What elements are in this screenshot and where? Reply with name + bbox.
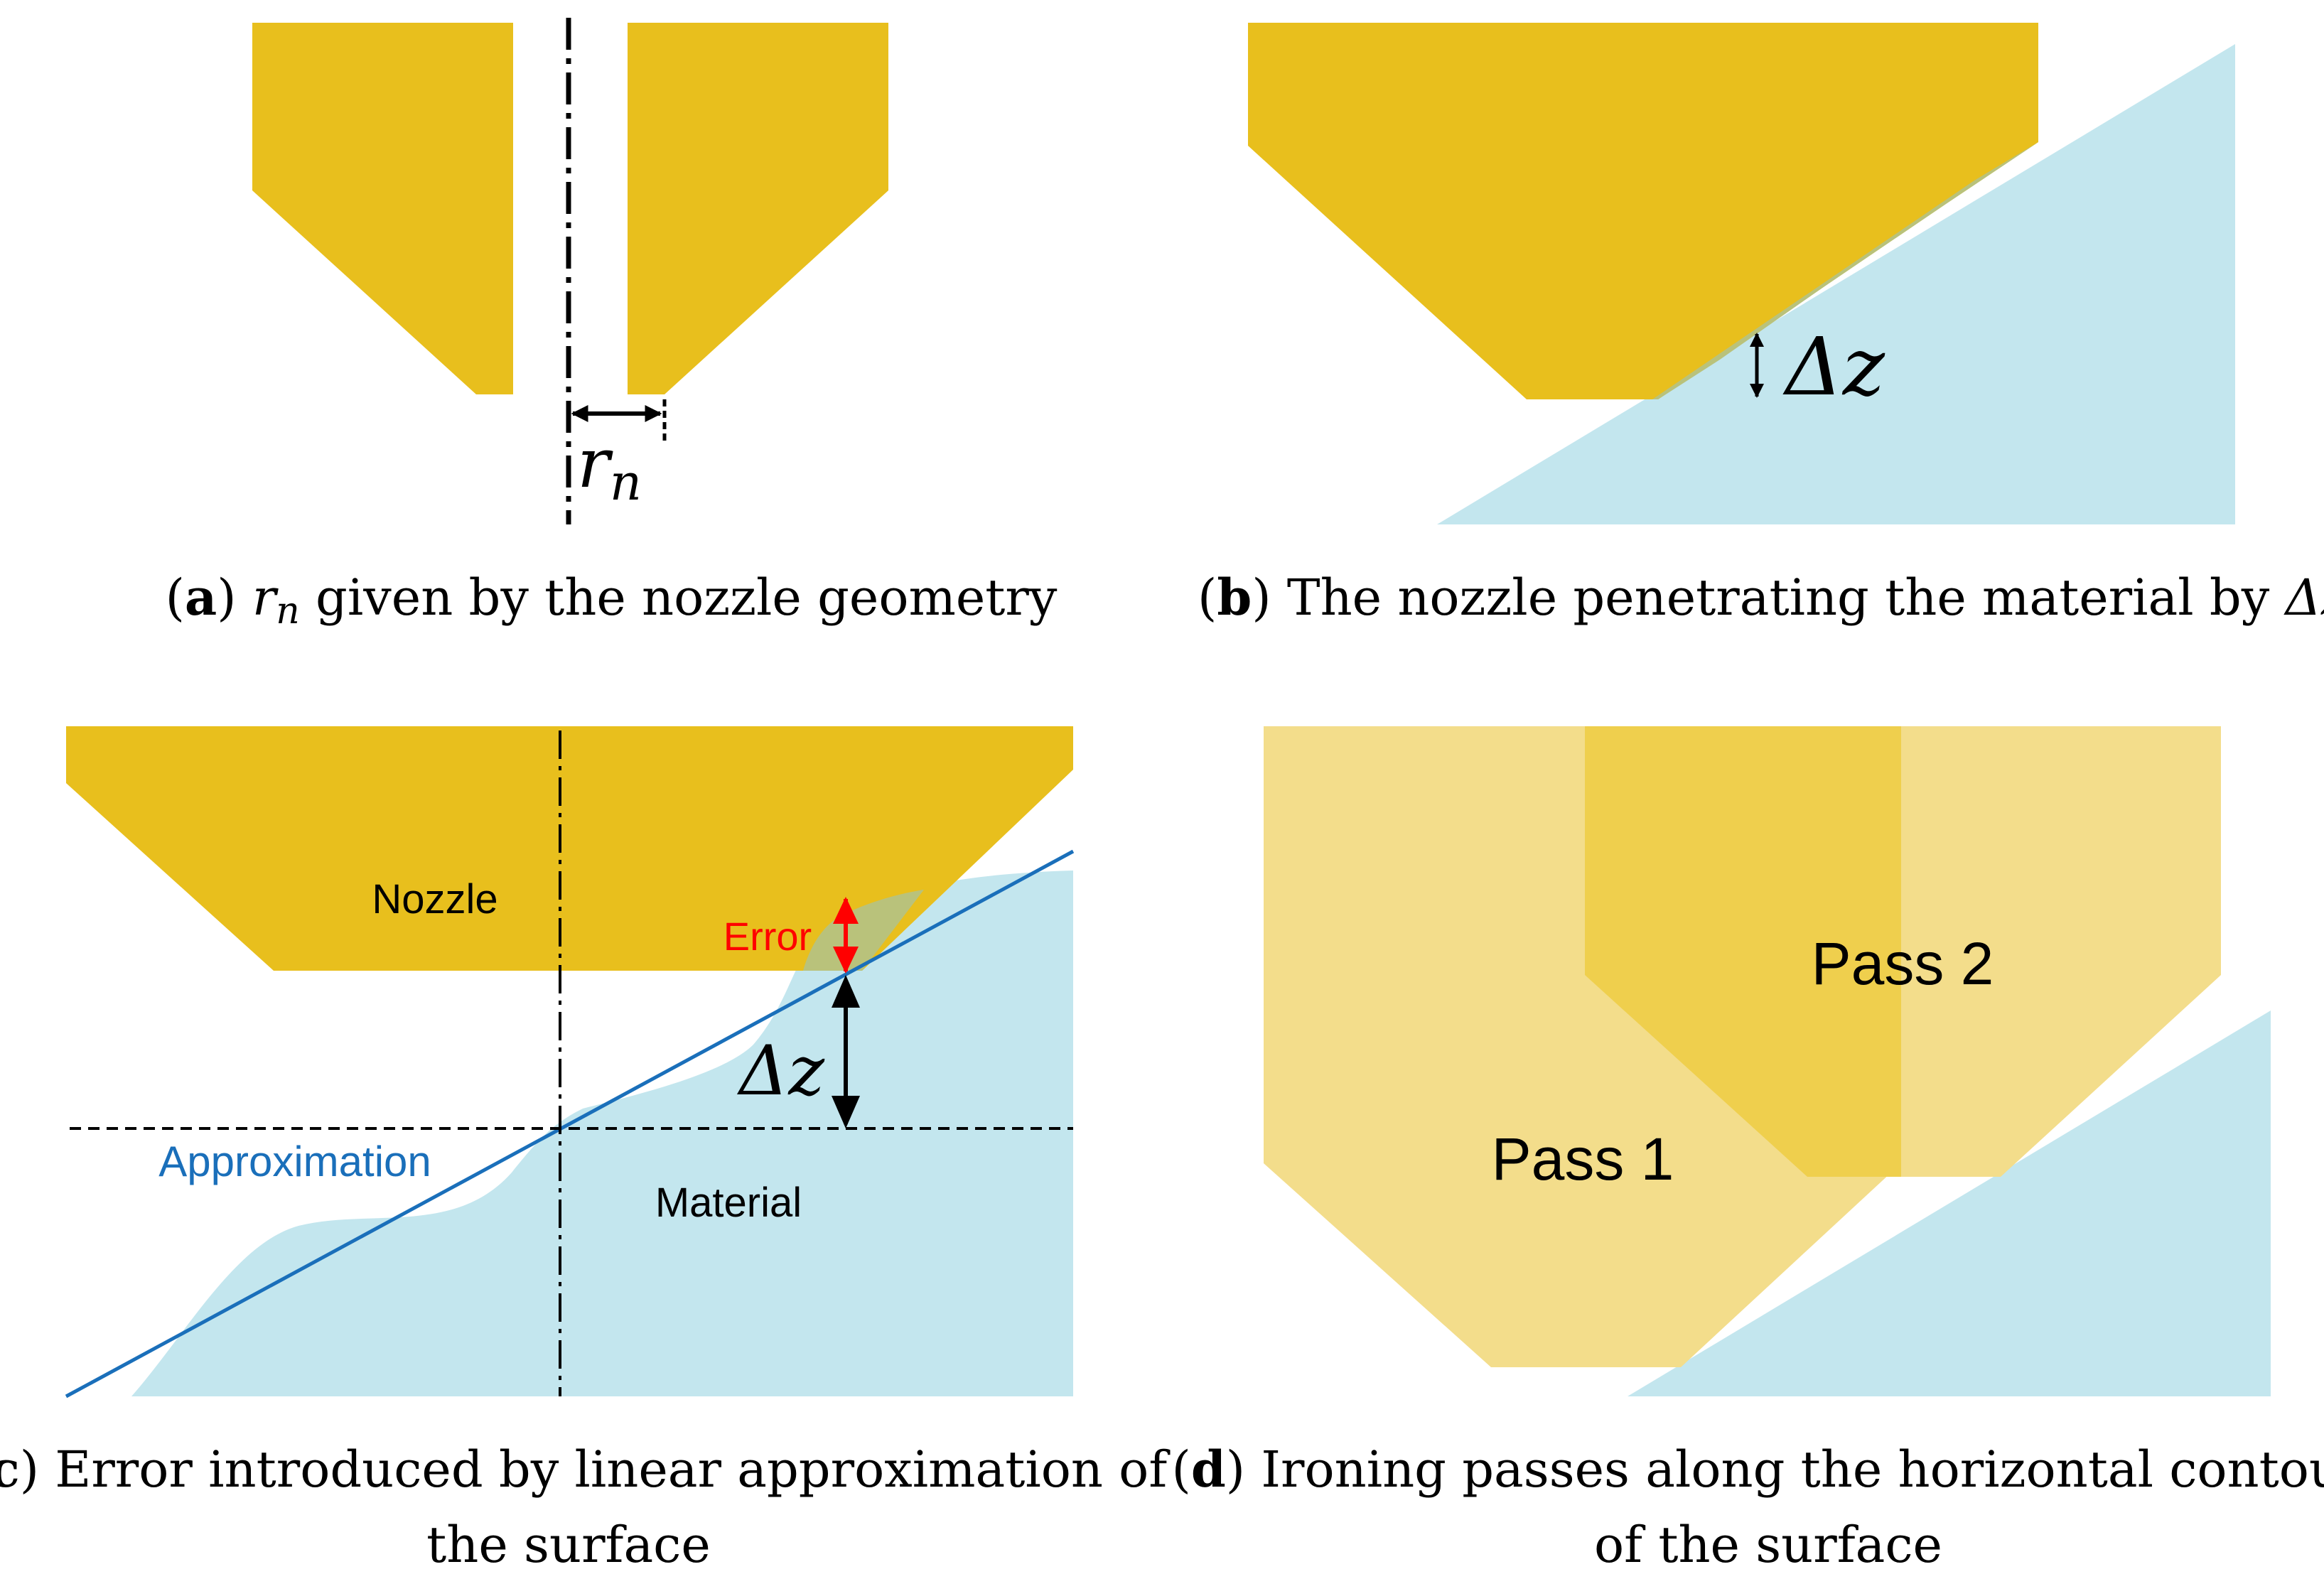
rn-symbol: rn <box>577 424 642 512</box>
approximation-line <box>65 849 1075 1399</box>
pass-overlap <box>1585 726 1901 1177</box>
material-wedge <box>1628 1011 2271 1396</box>
caption-c-line2: the surface <box>426 1516 711 1574</box>
pass-1-label: Pass 1 <box>1492 1126 1674 1192</box>
approximation-label: Approximation <box>158 1138 431 1185</box>
nozzle <box>66 726 1073 971</box>
delta-z-label: Δz <box>1782 321 1885 414</box>
pass-2-label: Pass 2 <box>1812 930 1994 997</box>
delta-z-label: Δz <box>736 1031 825 1111</box>
caption-d-line2: of the surface <box>1594 1516 1942 1574</box>
caption-d-line1: (d) Ironing passes along the horizontal … <box>1172 1440 2324 1499</box>
nozzle-left-half <box>252 23 513 394</box>
nozzle <box>1248 23 2038 399</box>
caption-a: (a) rn given by the nozzle geometry <box>166 568 1058 632</box>
delta-z-arrowhead-down <box>832 1096 860 1128</box>
error-arrowhead-up <box>833 897 859 924</box>
caption-b: (b) The nozzle penetrating the material … <box>1198 568 2324 627</box>
material-label: Material <box>655 1180 802 1226</box>
overlap-region-main <box>1656 185 1969 399</box>
panel-a: rn (a) rn given by the nozzle geometry <box>166 18 1058 632</box>
panel-c: Nozzle Error Δz Approximation Material (… <box>0 726 1171 1574</box>
delta-z-arrowhead-up <box>832 975 860 1008</box>
caption-c-line1: (c) Error introduced by linear approxima… <box>0 1440 1171 1499</box>
overlap-region <box>803 890 924 971</box>
panel-b: Δz (b) The nozzle penetrating the materi… <box>1198 23 2324 627</box>
panel-d: Pass 1 Pass 2 (d) Ironing passes along t… <box>1172 726 2324 1574</box>
error-arrowhead-down <box>833 947 859 974</box>
nozzle-label: Nozzle <box>372 876 497 922</box>
material-wedge <box>1437 44 2235 524</box>
error-label: Error <box>723 914 812 959</box>
nozzle-right-half <box>628 23 888 394</box>
